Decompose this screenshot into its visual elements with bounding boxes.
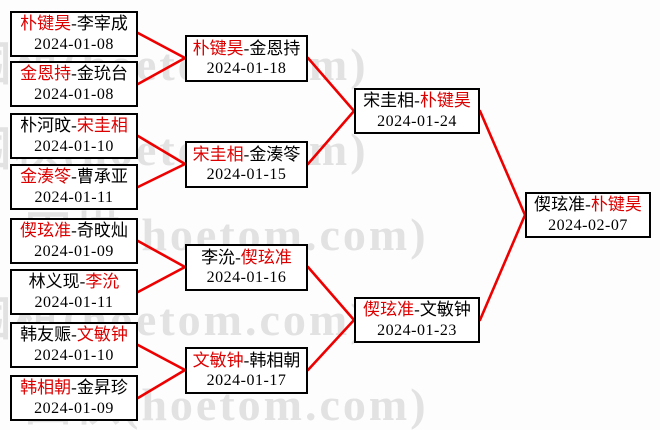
match-date: 2024-01-09 — [34, 399, 114, 417]
match-box-sf-1: 宋圭相-朴键昊 2024-01-24 — [354, 88, 480, 134]
match-players: 韩友赈-文敏钟 — [20, 325, 128, 345]
player-name-2: 朴键昊 — [419, 91, 471, 111]
player-name-1: 偰玹准 — [534, 195, 586, 215]
player-name-2: 金恩持 — [249, 38, 301, 58]
player-name-2: 金昇珍 — [76, 378, 128, 398]
match-players: 偰玹准-文敏钟 — [363, 300, 471, 320]
player-name-2: 李沇 — [85, 272, 120, 292]
player-name-1: 宋圭相 — [192, 144, 244, 164]
match-players: 韩相朝-金昇珍 — [20, 378, 128, 398]
match-box-r16-5: 偰玹准-奇旼灿 2024-01-09 — [10, 218, 138, 264]
match-date: 2024-01-10 — [34, 137, 114, 155]
match-date: 2024-01-16 — [206, 269, 287, 287]
match-date: 2024-01-10 — [34, 346, 114, 364]
player-name-1: 宋圭相 — [363, 91, 415, 111]
match-players: 偰玹准-朴键昊 — [534, 195, 642, 215]
player-name-1: 李沇 — [201, 247, 236, 267]
match-box-qf-1: 朴键昊-金恩持 2024-01-18 — [185, 35, 308, 82]
player-name-1: 朴河旼 — [20, 116, 72, 136]
match-date: 2024-01-24 — [377, 112, 457, 130]
player-name-2: 李宰成 — [76, 14, 128, 34]
match-box-r16-3: 朴河旼-宋圭相 2024-01-10 — [10, 113, 138, 159]
match-players: 林义现-李沇 — [29, 272, 120, 292]
match-players: 李沇-偰玹准 — [201, 248, 292, 268]
player-name-1: 金恩持 — [20, 64, 72, 84]
match-players: 偰玹准-奇旼灿 — [20, 221, 128, 241]
match-date: 2024-01-17 — [206, 372, 287, 390]
player-name-1: 林义现 — [28, 272, 80, 292]
match-box-r16-2: 金恩持-金玧台 2024-01-08 — [10, 61, 138, 107]
match-players: 朴键昊-李宰成 — [20, 14, 128, 34]
player-name-2: 金湊笭 — [249, 144, 301, 164]
player-name-1: 金湊笭 — [20, 167, 72, 187]
match-players: 金湊笭-曹承亚 — [20, 167, 128, 187]
vs-dash: - — [71, 116, 77, 136]
player-name-1: 朴键昊 — [20, 14, 72, 34]
match-date: 2024-01-18 — [206, 60, 287, 78]
match-players: 宋圭相-朴键昊 — [363, 91, 471, 111]
match-players: 宋圭相-金湊笭 — [193, 145, 301, 165]
match-box-final: 偰玹准-朴键昊 2024-02-07 — [525, 192, 651, 238]
player-name-2: 金玧台 — [76, 64, 128, 84]
player-name-1: 韩相朝 — [20, 378, 72, 398]
player-name-2: 文敏钟 — [76, 325, 128, 345]
match-box-r16-1: 朴键昊-李宰成 2024-01-08 — [10, 11, 138, 57]
player-name-1: 朴键昊 — [192, 38, 244, 58]
player-name-1: 偰玹准 — [20, 221, 72, 241]
match-box-r16-8: 韩相朝-金昇珍 2024-01-09 — [10, 375, 138, 421]
vs-dash: - — [79, 272, 86, 292]
match-box-qf-4: 文敏钟-韩相朝 2024-01-17 — [185, 347, 308, 394]
player-name-2: 奇旼灿 — [76, 221, 128, 241]
player-name-1: 文敏钟 — [192, 350, 244, 370]
vs-dash: - — [235, 247, 241, 267]
match-date: 2024-01-08 — [34, 85, 114, 103]
match-date: 2024-01-08 — [34, 35, 114, 53]
match-box-r16-4: 金湊笭-曹承亚 2024-01-11 — [10, 164, 138, 210]
vs-dash: - — [243, 350, 250, 370]
match-box-r16-6: 林义现-李沇 2024-01-11 — [10, 269, 138, 315]
match-players: 朴河旼-宋圭相 — [20, 116, 128, 136]
vs-dash: - — [414, 300, 420, 320]
player-name-1: 韩友赈 — [20, 325, 72, 345]
match-date: 2024-01-11 — [34, 293, 114, 311]
vs-dash: - — [243, 144, 250, 164]
match-date: 2024-01-11 — [34, 188, 114, 206]
player-name-2: 韩相朝 — [249, 350, 301, 370]
vs-dash: - — [71, 378, 77, 398]
match-date: 2024-02-07 — [548, 216, 628, 234]
player-name-1: 偰玹准 — [363, 300, 415, 320]
match-players: 文敏钟-韩相朝 — [193, 351, 301, 371]
match-date: 2024-01-23 — [377, 321, 457, 339]
vs-dash: - — [585, 195, 591, 215]
vs-dash: - — [71, 221, 77, 241]
vs-dash: - — [71, 64, 77, 84]
match-box-sf-2: 偰玹准-文敏钟 2024-01-23 — [354, 297, 480, 343]
match-players: 金恩持-金玧台 — [20, 64, 128, 84]
player-name-2: 朴键昊 — [590, 195, 642, 215]
match-players: 朴键昊-金恩持 — [193, 39, 301, 59]
match-box-r16-7: 韩友赈-文敏钟 2024-01-10 — [10, 322, 138, 368]
match-date: 2024-01-09 — [34, 242, 114, 260]
vs-dash: - — [71, 167, 77, 187]
match-box-qf-2: 宋圭相-金湊笭 2024-01-15 — [185, 141, 308, 188]
player-name-2: 偰玹准 — [240, 247, 292, 267]
match-box-qf-3: 李沇-偰玹准 2024-01-16 — [185, 244, 308, 291]
vs-dash: - — [71, 14, 77, 34]
vs-dash: - — [243, 38, 250, 58]
player-name-2: 曹承亚 — [76, 167, 128, 187]
vs-dash: - — [71, 325, 77, 345]
match-date: 2024-01-15 — [206, 166, 287, 184]
player-name-2: 宋圭相 — [76, 116, 128, 136]
vs-dash: - — [414, 91, 420, 111]
player-name-2: 文敏钟 — [419, 300, 471, 320]
